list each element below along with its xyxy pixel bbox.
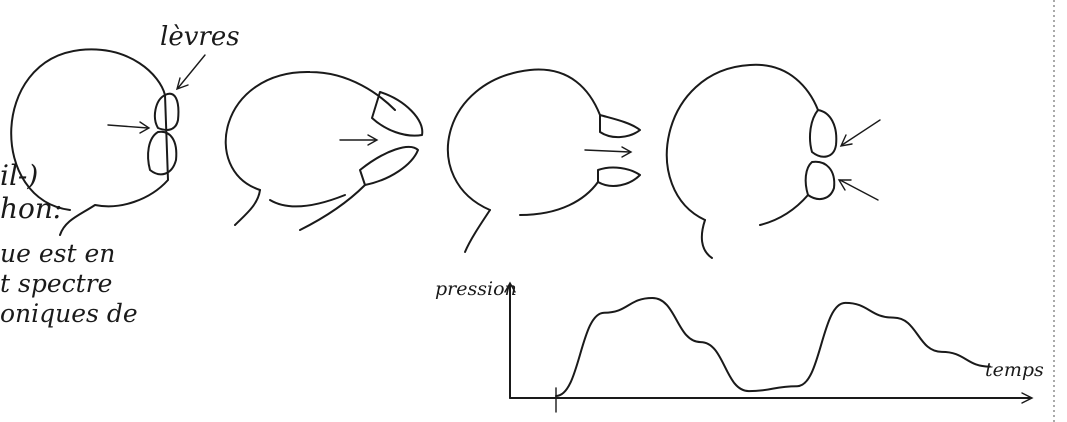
left-text-line-4: t spectre [0,269,112,298]
mouth-figure-2 [226,72,423,230]
left-text-line-3: ue est en [0,239,115,268]
upper-lip-4 [810,110,836,157]
mouth-figure-3 [448,70,640,252]
left-text-line-1: il-) [0,159,38,192]
lower-lip-2 [360,147,418,185]
lower-lip-1 [148,132,176,175]
pression-axis-label: pression [435,278,517,300]
left-text-line-2: hon: [0,192,62,225]
pressure-chart [505,283,1032,412]
mouth-figure-4 [667,65,880,258]
upper-lip-2 [372,92,422,136]
levres-label: lèvres [160,22,240,52]
lower-lip-3 [598,168,640,186]
temps-axis-label: temps [985,359,1044,381]
left-text-line-5: oniques de [0,299,138,328]
upper-lip-3 [600,115,640,137]
pressure-curve [556,298,990,396]
levres-pointer-arrow [178,55,205,88]
lower-lip-4 [806,162,835,199]
